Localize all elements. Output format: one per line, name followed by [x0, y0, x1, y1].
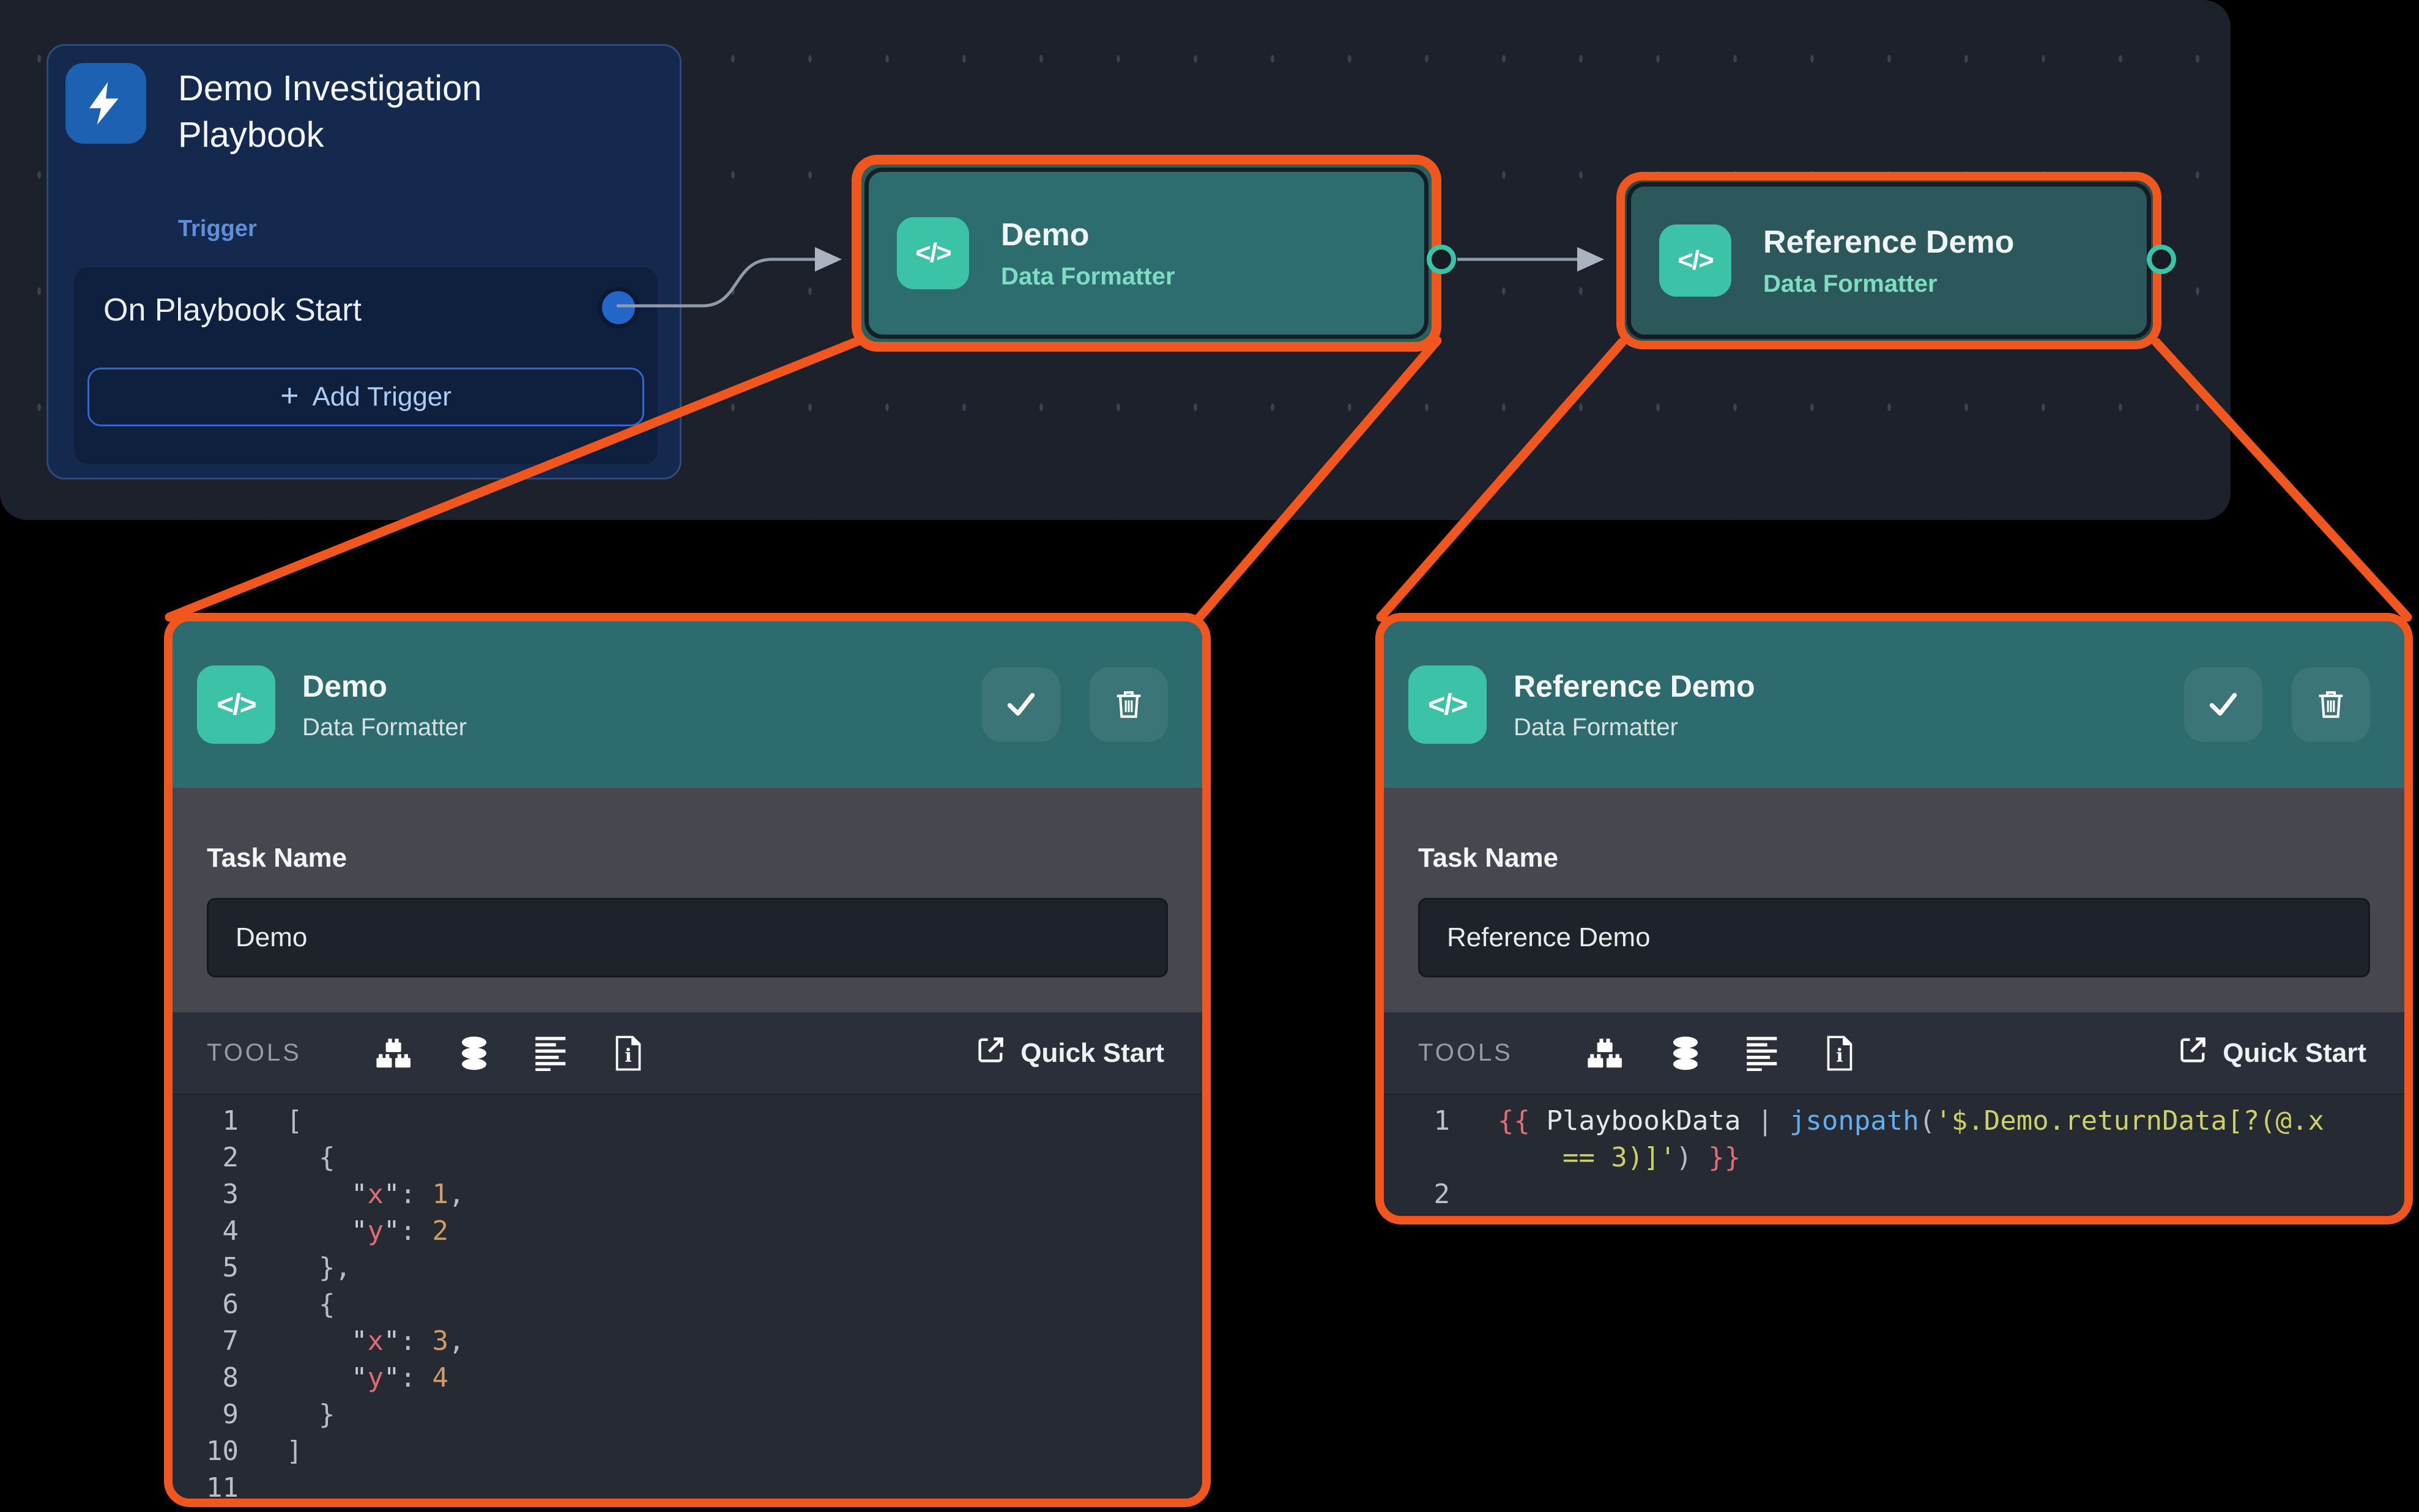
- check-icon: [2204, 685, 2242, 725]
- code-icon: </>: [897, 217, 969, 289]
- svg-text:i: i: [625, 1045, 631, 1066]
- task-name-label: Task Name: [207, 843, 347, 873]
- node-subtitle: Data Formatter: [1001, 262, 1175, 290]
- tools-label: TOOLS: [207, 1039, 302, 1066]
- line-number: 3: [222, 1178, 239, 1210]
- code-line[interactable]: 10]: [173, 1432, 1202, 1469]
- code-line[interactable]: 11: [173, 1469, 1202, 1499]
- trash-icon: [2313, 686, 2349, 724]
- task-detail-panel-reference-demo: </> Reference Demo Data Formatter: [1375, 613, 2413, 1225]
- line-number: 8: [222, 1362, 239, 1393]
- playbook-canvas[interactable]: Demo Investigation Playbook Trigger On P…: [0, 0, 2231, 520]
- code-line[interactable]: 3 "x": 1,: [173, 1176, 1202, 1212]
- trigger-event-label: On Playbook Start: [103, 292, 362, 328]
- node-reference-output-port[interactable]: [2147, 245, 2176, 274]
- tools-bar: TOOLS: [173, 1012, 1202, 1095]
- trigger-output-port[interactable]: [602, 291, 635, 324]
- code-icon: </>: [1659, 224, 1731, 297]
- task-name-label: Task Name: [1418, 843, 1559, 873]
- task-name-section: Task Name: [173, 788, 1202, 1012]
- task-name-section: Task Name: [1384, 788, 2404, 1012]
- code-line[interactable]: 4 "y": 2: [173, 1212, 1202, 1249]
- trigger-card[interactable]: Demo Investigation Playbook Trigger On P…: [46, 44, 682, 480]
- arrowhead-icon: [1577, 247, 1604, 272]
- node-demo-output-port[interactable]: [1427, 245, 1456, 274]
- code-editor[interactable]: 1{{ PlaybookData | jsonpath('$.Demo.retu…: [1384, 1095, 2404, 1216]
- node-reference-demo-highlight: </> Reference Demo Data Formatter: [1616, 172, 2161, 349]
- trigger-type-badge: Trigger: [178, 216, 257, 242]
- delete-button[interactable]: [2292, 667, 2370, 742]
- code-line[interactable]: 1{{ PlaybookData | jsonpath('$.Demo.retu…: [1384, 1102, 2404, 1139]
- task-detail-panel-demo: </> Demo Data Formatter: [164, 613, 1211, 1507]
- code-icon: </>: [197, 665, 275, 744]
- line-number: 2: [222, 1141, 239, 1173]
- code-line[interactable]: 2 {: [173, 1139, 1202, 1176]
- add-trigger-label: Add Trigger: [312, 382, 451, 412]
- file-info-icon[interactable]: i: [612, 1035, 644, 1072]
- add-trigger-button[interactable]: + Add Trigger: [87, 368, 644, 426]
- delete-button[interactable]: [1090, 667, 1168, 742]
- text-lines-icon[interactable]: [535, 1036, 568, 1071]
- line-number: 10: [206, 1435, 239, 1467]
- line-number: 11: [206, 1472, 239, 1499]
- confirm-button[interactable]: [982, 667, 1060, 742]
- line-number: 9: [222, 1398, 239, 1430]
- database-icon[interactable]: [1668, 1036, 1703, 1071]
- panel-header: </> Reference Demo Data Formatter: [1384, 621, 2404, 788]
- code-line[interactable]: 2: [1384, 1176, 2404, 1212]
- external-link-icon: [2177, 1034, 2209, 1072]
- check-icon: [1002, 685, 1040, 725]
- code-line[interactable]: 6 {: [173, 1286, 1202, 1322]
- code-icon: </>: [1408, 665, 1487, 744]
- panel-title: Reference Demo: [1514, 669, 1755, 703]
- line-number: 1: [1433, 1105, 1451, 1136]
- file-info-icon[interactable]: i: [1824, 1035, 1856, 1072]
- panel-title: Demo: [302, 669, 387, 703]
- line-number: 6: [222, 1288, 239, 1320]
- code-line[interactable]: 9 }: [173, 1396, 1202, 1432]
- tools-label: TOOLS: [1418, 1039, 1513, 1066]
- line-number: 7: [222, 1325, 239, 1357]
- node-demo-highlight: </> Demo Data Formatter: [852, 155, 1441, 352]
- arrowhead-icon: [815, 247, 842, 272]
- node-demo[interactable]: </> Demo Data Formatter: [869, 172, 1424, 335]
- code-line[interactable]: 1[: [173, 1102, 1202, 1139]
- text-lines-icon[interactable]: [1747, 1036, 1780, 1071]
- code-line[interactable]: 7 "x": 3,: [173, 1322, 1202, 1359]
- panel-header: </> Demo Data Formatter: [173, 621, 1202, 788]
- trigger-event-card[interactable]: On Playbook Start + Add Trigger: [74, 267, 658, 464]
- plus-icon: +: [280, 378, 299, 413]
- code-line[interactable]: 8 "y": 4: [173, 1359, 1202, 1396]
- blocks-icon[interactable]: [375, 1036, 413, 1071]
- panel-subtitle: Data Formatter: [1514, 713, 1678, 741]
- line-number: 2: [1433, 1178, 1451, 1210]
- task-name-input[interactable]: [1418, 898, 2370, 977]
- confirm-button[interactable]: [2184, 667, 2262, 742]
- line-number: 4: [222, 1215, 239, 1247]
- node-subtitle: Data Formatter: [1763, 270, 1938, 297]
- node-title: Reference Demo: [1763, 224, 2015, 260]
- line-number: 5: [222, 1251, 239, 1283]
- quick-start-label: Quick Start: [2223, 1037, 2366, 1068]
- code-line[interactable]: 5 },: [173, 1249, 1202, 1286]
- node-title: Demo: [1001, 217, 1090, 253]
- blocks-icon[interactable]: [1586, 1036, 1624, 1071]
- database-icon[interactable]: [457, 1036, 491, 1071]
- quick-start-button[interactable]: Quick Start: [972, 1033, 1168, 1073]
- trigger-card-title: Demo Investigation Playbook: [178, 69, 482, 155]
- tools-bar: TOOLS: [1384, 1012, 2404, 1095]
- line-number: 1: [222, 1105, 239, 1136]
- external-link-icon: [975, 1034, 1007, 1072]
- lightning-icon: [65, 63, 146, 144]
- quick-start-button[interactable]: Quick Start: [2174, 1033, 2370, 1073]
- node-reference-demo[interactable]: </> Reference Demo Data Formatter: [1631, 187, 2147, 335]
- trash-icon: [1111, 686, 1146, 724]
- quick-start-label: Quick Start: [1020, 1037, 1164, 1068]
- code-line[interactable]: == 3)]') }}: [1498, 1141, 1741, 1173]
- panel-subtitle: Data Formatter: [302, 713, 467, 741]
- task-name-input[interactable]: [207, 898, 1168, 977]
- svg-text:i: i: [1836, 1045, 1843, 1066]
